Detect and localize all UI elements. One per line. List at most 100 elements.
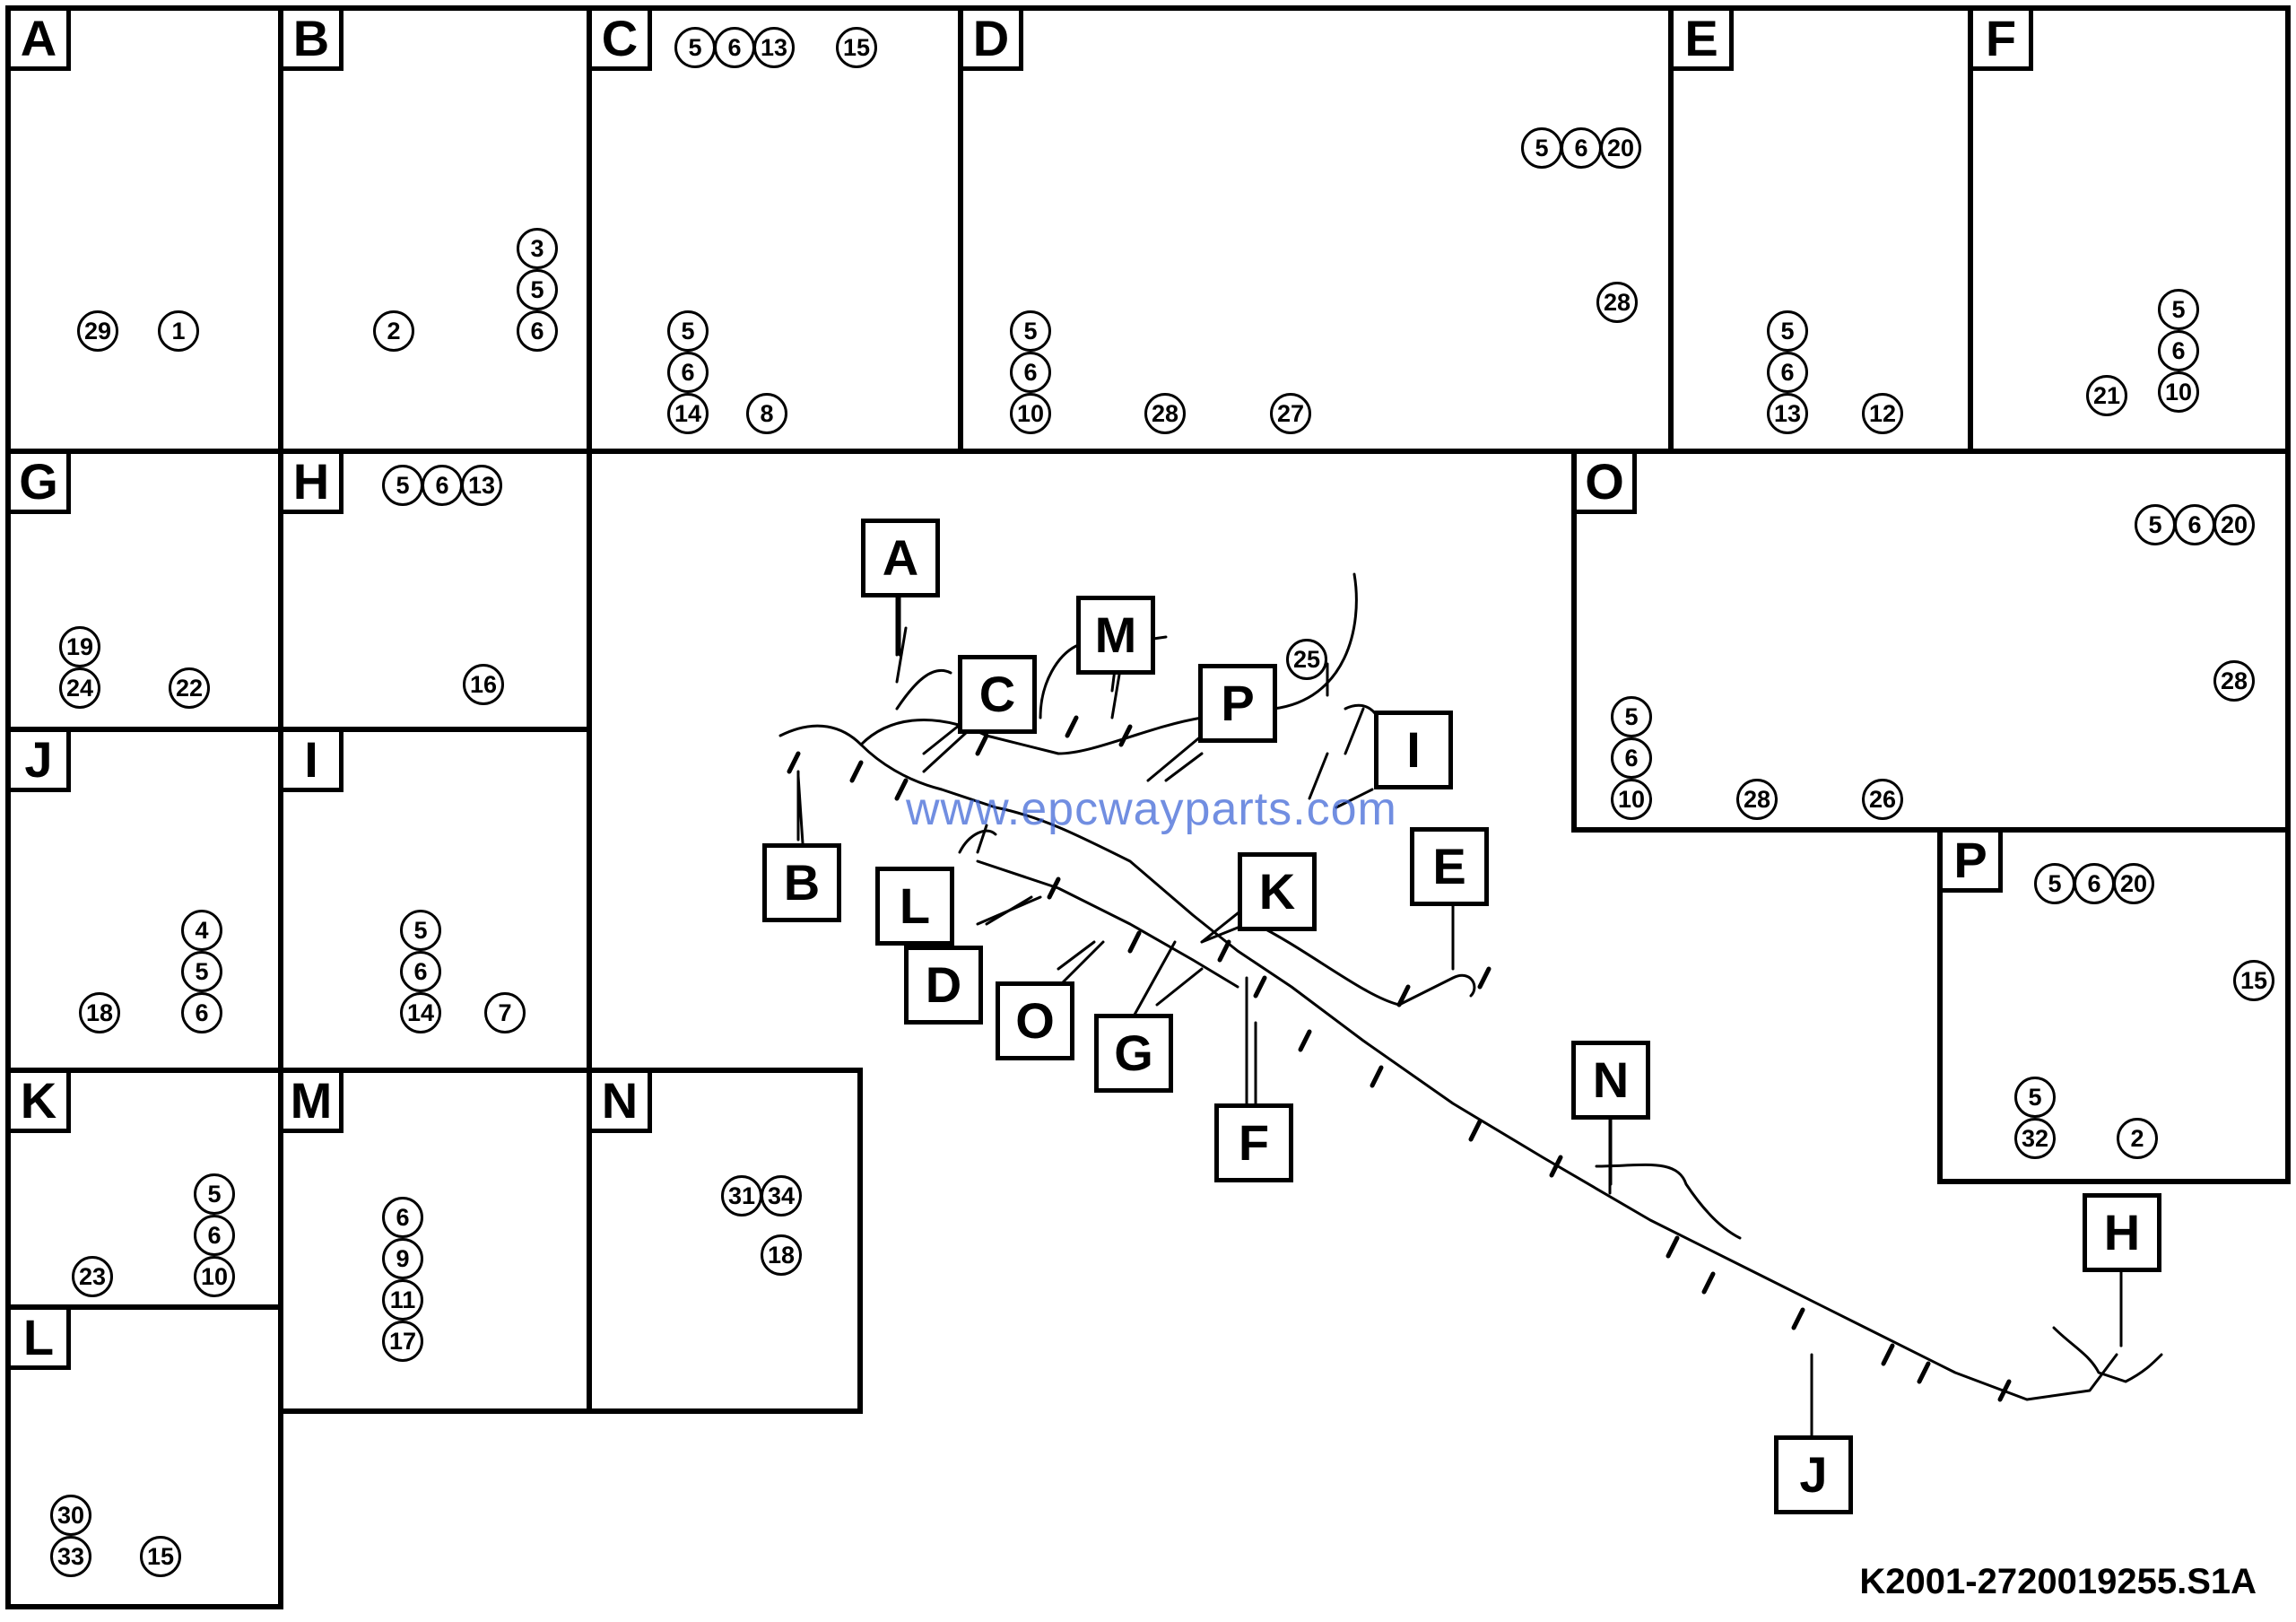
part-number: 7 — [484, 992, 526, 1033]
part-number: 14 — [667, 393, 709, 434]
panel-label: K — [11, 1073, 71, 1133]
part-number: 34 — [761, 1175, 802, 1216]
callout-f: F — [1214, 1103, 1293, 1182]
callout-h: H — [2083, 1193, 2161, 1272]
part-number: 16 — [463, 664, 504, 705]
part-number: 6 — [2158, 330, 2199, 371]
watermark: www.epcwayparts.com — [906, 783, 1397, 835]
part-number: 5 — [674, 27, 716, 68]
panel-label: B — [283, 11, 344, 71]
callout-j: J — [1774, 1435, 1853, 1514]
part-number: 15 — [836, 27, 877, 68]
part-number: 6 — [2074, 863, 2115, 904]
callout-b: B — [762, 843, 841, 922]
part-number: 2 — [2117, 1118, 2158, 1159]
callout-i: I — [1374, 711, 1453, 789]
part-number: 26 — [1862, 779, 1903, 820]
part-number: 5 — [2135, 504, 2176, 545]
callout-n: N — [1571, 1041, 1650, 1120]
part-number: 10 — [2158, 371, 2199, 413]
callout-a: A — [861, 519, 940, 597]
callout-p: P — [1198, 664, 1277, 743]
part-number: 6 — [400, 951, 441, 992]
part-number: 17 — [382, 1321, 423, 1362]
part-number: 4 — [181, 910, 222, 951]
part-number: 6 — [714, 27, 755, 68]
part-number: 9 — [382, 1238, 423, 1279]
part-number: 6 — [422, 465, 463, 506]
panel-label: I — [283, 732, 344, 792]
part-number: 5 — [1521, 127, 1562, 169]
part-number: 19 — [59, 626, 100, 667]
harness-drawing — [778, 572, 2163, 1428]
panel-label: N — [592, 1073, 652, 1133]
part-number: 10 — [1611, 779, 1652, 820]
panel-o: O — [1571, 449, 2291, 833]
part-number: 6 — [1611, 737, 1652, 779]
part-number: 18 — [761, 1234, 802, 1276]
callout-m: M — [1076, 596, 1155, 675]
part-number: 28 — [1736, 779, 1778, 820]
part-number: 8 — [746, 393, 787, 434]
part-number: 5 — [1010, 310, 1051, 352]
part-number: 10 — [194, 1256, 235, 1297]
panel-label: A — [11, 11, 71, 71]
panel-label: H — [283, 454, 344, 514]
panel-k: K — [5, 1068, 283, 1310]
part-number: 5 — [2158, 289, 2199, 330]
part-number: 22 — [169, 667, 210, 709]
part-number: 12 — [1862, 393, 1903, 434]
part-number: 11 — [382, 1279, 423, 1321]
panel-a: A — [5, 5, 283, 454]
panel-label: P — [1943, 833, 2003, 893]
part-number: 13 — [1767, 393, 1808, 434]
part-number: 5 — [2034, 863, 2075, 904]
callout-k: K — [1238, 852, 1317, 931]
part-number: 29 — [77, 310, 118, 352]
part-number: 20 — [2213, 504, 2255, 545]
panel-f: F — [1968, 5, 2291, 454]
panel-n: N — [587, 1068, 863, 1414]
panel-label: G — [11, 454, 71, 514]
part-number: 27 — [1270, 393, 1311, 434]
part-number: 15 — [2233, 960, 2274, 1001]
part-number: 2 — [373, 310, 414, 352]
panel-d: D — [958, 5, 1674, 454]
part-number: 6 — [2174, 504, 2215, 545]
part-number: 6 — [517, 310, 558, 352]
part-number: 6 — [181, 992, 222, 1033]
part-number: 15 — [140, 1536, 181, 1577]
part-number: 6 — [1767, 352, 1808, 393]
part-number: 5 — [400, 910, 441, 951]
part-number: 5 — [517, 269, 558, 310]
panel-g: G — [5, 449, 283, 732]
callout-l: L — [875, 867, 954, 946]
panel-label: E — [1674, 11, 1734, 71]
part-number: 18 — [79, 992, 120, 1033]
panel-label: D — [963, 11, 1023, 71]
part-number: 13 — [753, 27, 795, 68]
part-number: 21 — [2086, 375, 2127, 416]
part-number: 30 — [50, 1495, 91, 1536]
part-number: 14 — [400, 992, 441, 1033]
part-number: 20 — [2113, 863, 2154, 904]
callout-d: D — [904, 946, 983, 1025]
part-number: 31 — [721, 1175, 762, 1216]
part-number: 5 — [181, 951, 222, 992]
callout-g: G — [1094, 1014, 1173, 1093]
part-number: 3 — [517, 228, 558, 269]
panel-j: J — [5, 727, 283, 1073]
panel-label: O — [1577, 454, 1637, 514]
callout-c: C — [958, 655, 1037, 734]
part-number: 6 — [194, 1215, 235, 1256]
part-number: 5 — [382, 465, 423, 506]
part-number: 23 — [72, 1256, 113, 1297]
part-number: 13 — [461, 465, 502, 506]
panel-e: E — [1668, 5, 1973, 454]
part-number: 28 — [1596, 282, 1638, 323]
part-number: 32 — [2014, 1118, 2056, 1159]
panel-m: M — [278, 1068, 592, 1414]
part-number: 5 — [1767, 310, 1808, 352]
part-number: 6 — [1010, 352, 1051, 393]
